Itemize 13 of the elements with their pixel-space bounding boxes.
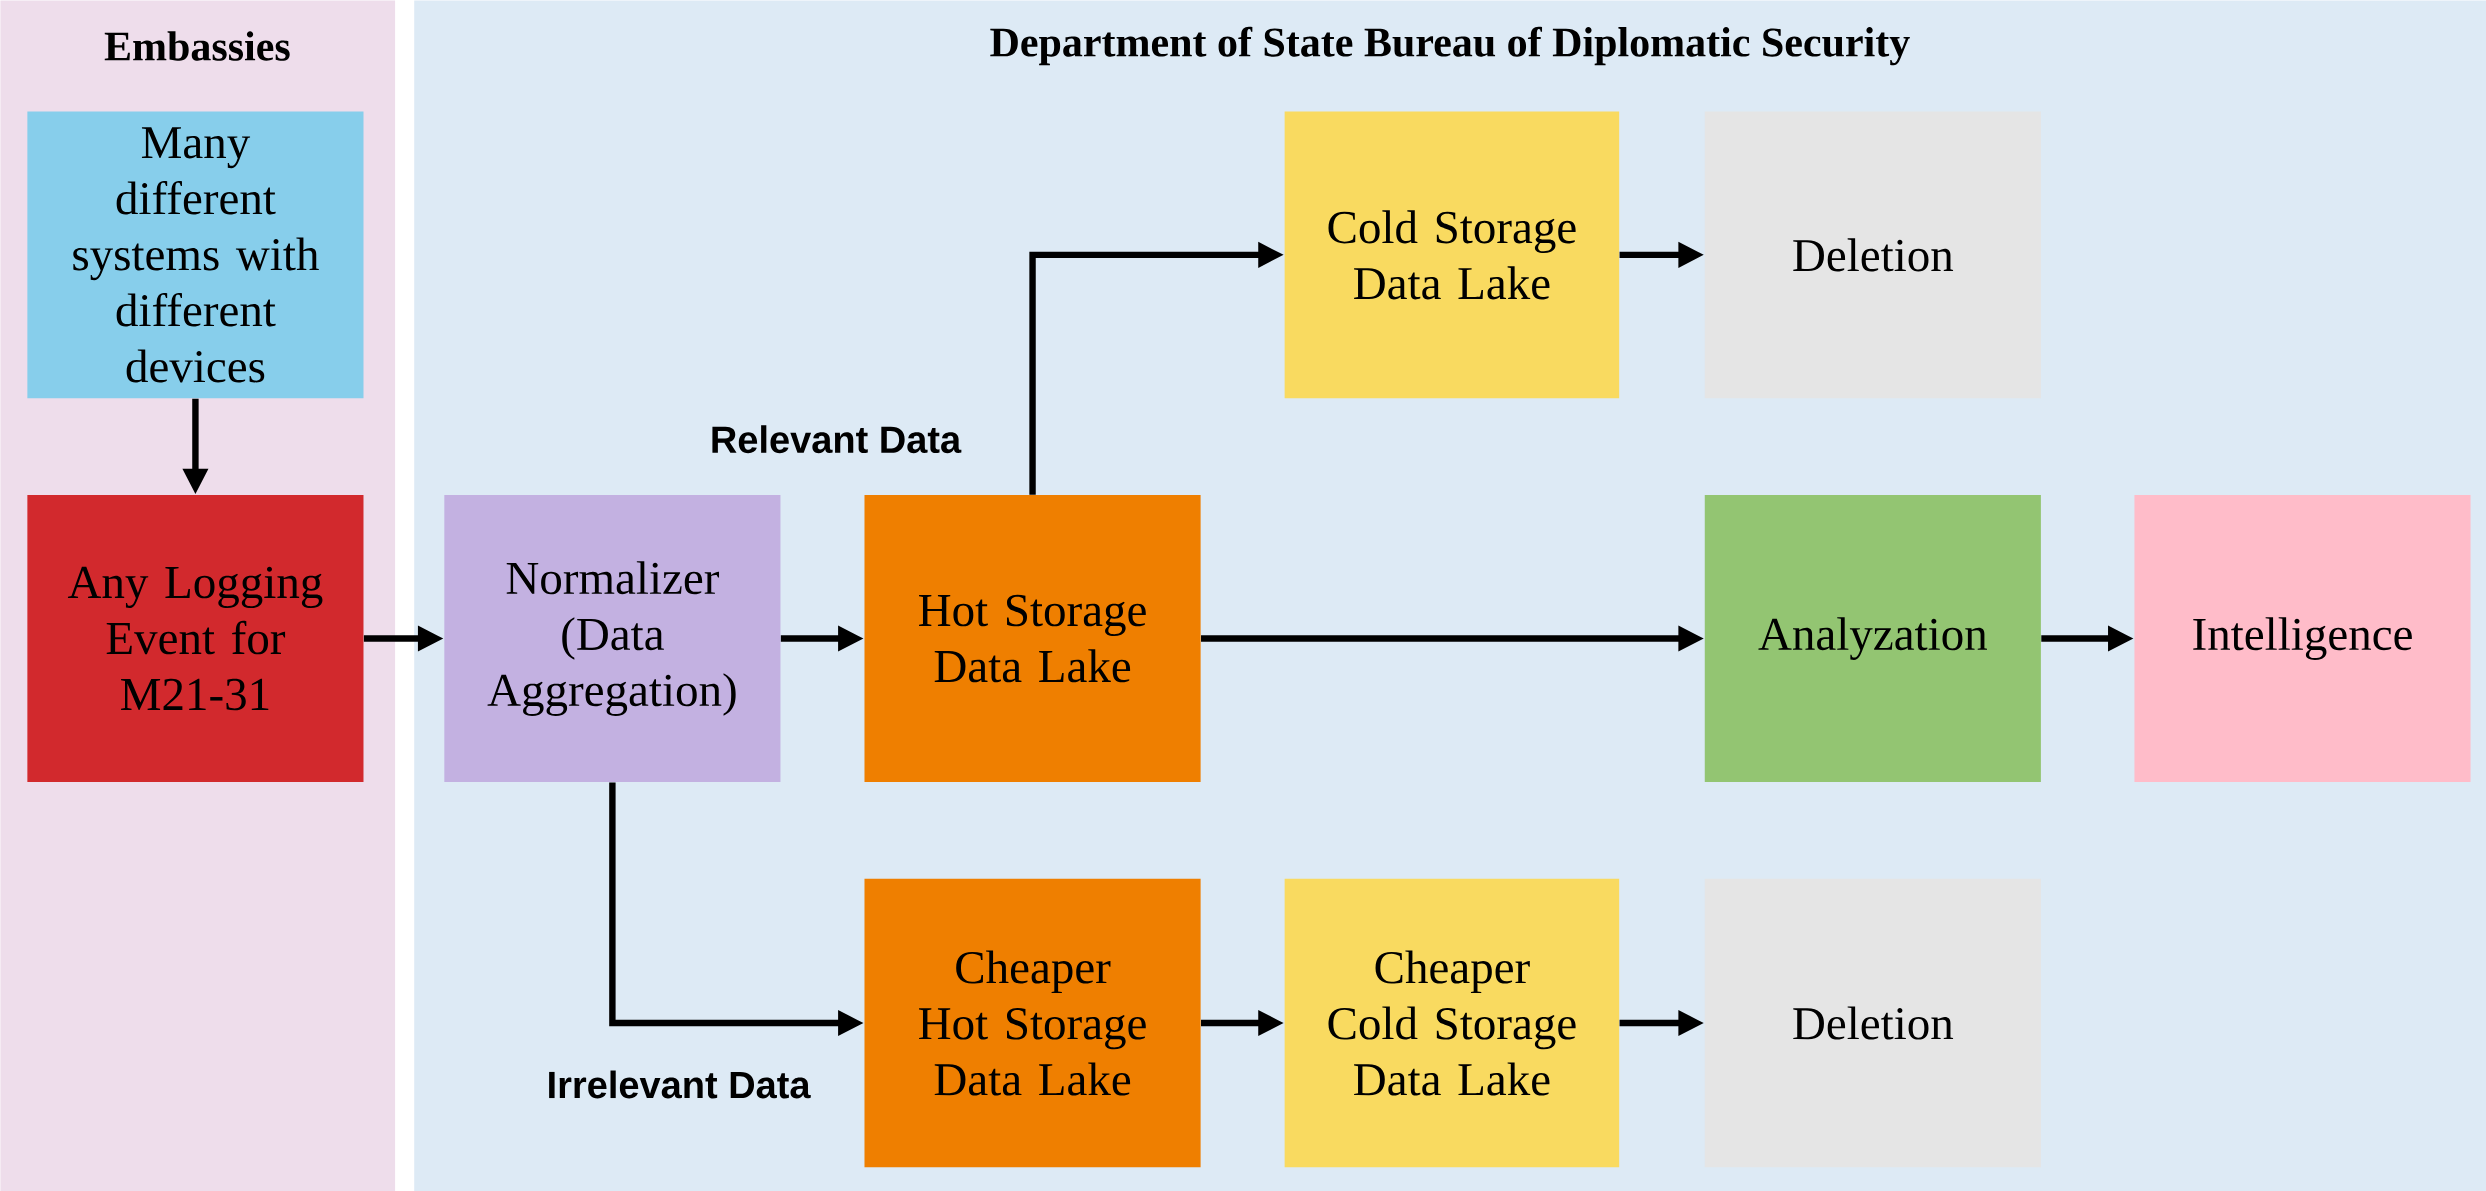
edge-label: Irrelevant Data — [549, 1070, 811, 1099]
process-box: Cold Storage Data Lake — [1284, 111, 1620, 399]
process-box: Normalizer (Data Aggregation) — [444, 495, 781, 783]
process-box: Cheaper Cold Storage Data Lake — [1284, 878, 1620, 1168]
edge-label: Relevant Data — [712, 425, 962, 454]
process-box: Cheaper Hot Storage Data Lake — [864, 878, 1201, 1168]
process-box: Intelligence — [2134, 495, 2471, 783]
process-box: Any Logging Event for M21-31 — [27, 495, 364, 783]
process-box: Deletion — [1704, 878, 2041, 1168]
process-box: Many different systems with different devices — [27, 111, 364, 399]
process-box: Deletion — [1704, 111, 2041, 399]
process-box: Analyzation — [1704, 495, 2041, 783]
process-box: Hot Storage Data Lake — [864, 495, 1201, 783]
